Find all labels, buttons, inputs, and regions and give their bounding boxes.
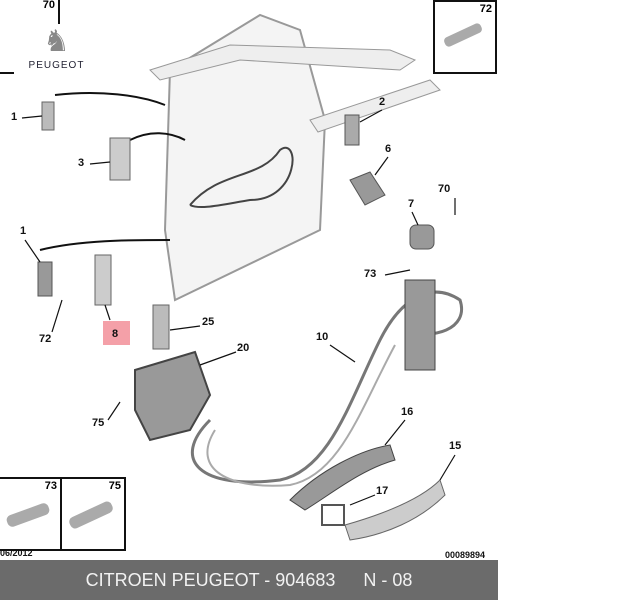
inset-box-73: 73	[0, 477, 62, 551]
diagram-date: 06/2012	[0, 548, 33, 558]
inner-cable	[189, 146, 294, 209]
highlight-part-8	[103, 321, 130, 345]
callout-70: 70	[438, 183, 451, 195]
callout-1b: 1	[20, 225, 27, 237]
part-15-handle	[344, 479, 446, 541]
part-3	[109, 137, 131, 181]
lion-icon: ♞	[43, 25, 70, 58]
callout-2: 2	[379, 96, 386, 108]
part-2	[344, 114, 360, 146]
cable-10	[190, 290, 464, 484]
footer-section: N - 08	[363, 569, 413, 590]
screw-icon	[442, 22, 484, 48]
inset-box-number: 72	[479, 3, 492, 15]
callout-15: 15	[449, 440, 462, 452]
screw-icon	[67, 499, 115, 531]
part-1b	[37, 261, 53, 297]
callout-75: 75	[92, 417, 105, 429]
inset-box-number: 75	[108, 480, 121, 492]
callout-8: 8	[112, 328, 119, 340]
inset-box-72: 72	[433, 0, 497, 74]
part-8	[94, 254, 112, 306]
footer-bar: CITROEN PEUGEOT - 904683 N - 08	[0, 560, 498, 600]
part-6	[349, 171, 386, 206]
peugeot-logo: ♞ PEUGEOT	[14, 24, 99, 82]
callout-1: 1	[11, 111, 18, 123]
footer-part-reference: CITROEN PEUGEOT - 904683	[85, 569, 336, 590]
screw-icon	[5, 501, 51, 529]
callout-10: 10	[316, 331, 329, 343]
inset-box-75: 75	[60, 477, 126, 551]
callout-73: 73	[364, 268, 377, 280]
diagram-code: 00089894	[445, 550, 486, 560]
brand-name: PEUGEOT	[28, 60, 85, 71]
callout-20: 20	[237, 342, 250, 354]
callout-7: 7	[408, 198, 415, 210]
part-1a	[41, 101, 55, 131]
callout-6: 6	[385, 143, 392, 155]
callout-25: 25	[202, 316, 215, 328]
door-rail-top	[149, 44, 417, 81]
part-17-gasket	[321, 504, 345, 526]
part-16-handle	[289, 444, 396, 511]
part-7	[409, 224, 435, 250]
callout-16: 16	[401, 406, 414, 418]
door-panel	[163, 13, 327, 302]
part-10-actuator	[404, 279, 436, 371]
door-rail-mid	[309, 79, 441, 133]
callout-3: 3	[78, 157, 85, 169]
callout-72: 72	[39, 333, 52, 345]
inset-box-number: 70	[42, 0, 55, 11]
part-25	[152, 304, 170, 350]
part-20-lock	[134, 350, 212, 442]
inset-box-number: 73	[44, 480, 57, 492]
callout-17: 17	[376, 485, 389, 497]
